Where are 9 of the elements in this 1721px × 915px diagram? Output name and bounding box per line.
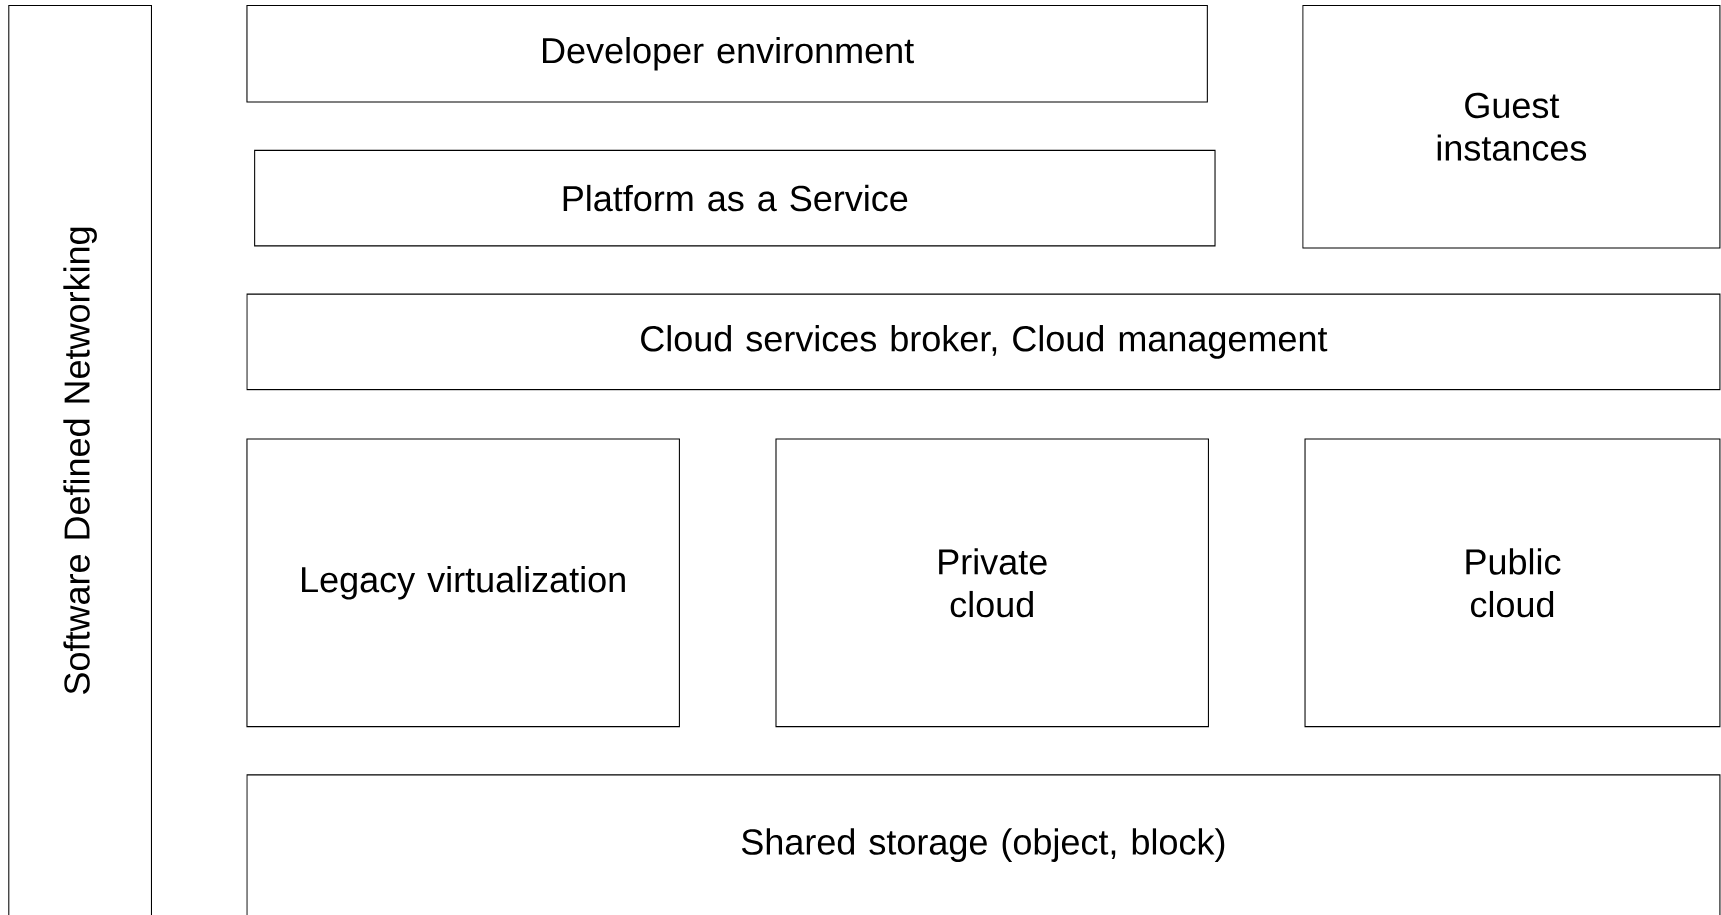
layer-box: Platform as a Service xyxy=(254,149,1216,247)
sidebar-box: Software Defined Networking xyxy=(8,4,152,915)
layer-box: Guest instances xyxy=(1302,4,1721,249)
layer-box: Private cloud xyxy=(775,438,1209,728)
layer-box: Legacy virtualization xyxy=(246,438,680,728)
layer-box: Shared storage (object, block) xyxy=(246,774,1721,915)
layer-box: Public cloud xyxy=(1304,438,1721,728)
layer-box: Developer environment xyxy=(246,4,1208,103)
layer-box: Cloud services broker, Cloud management xyxy=(246,293,1721,391)
